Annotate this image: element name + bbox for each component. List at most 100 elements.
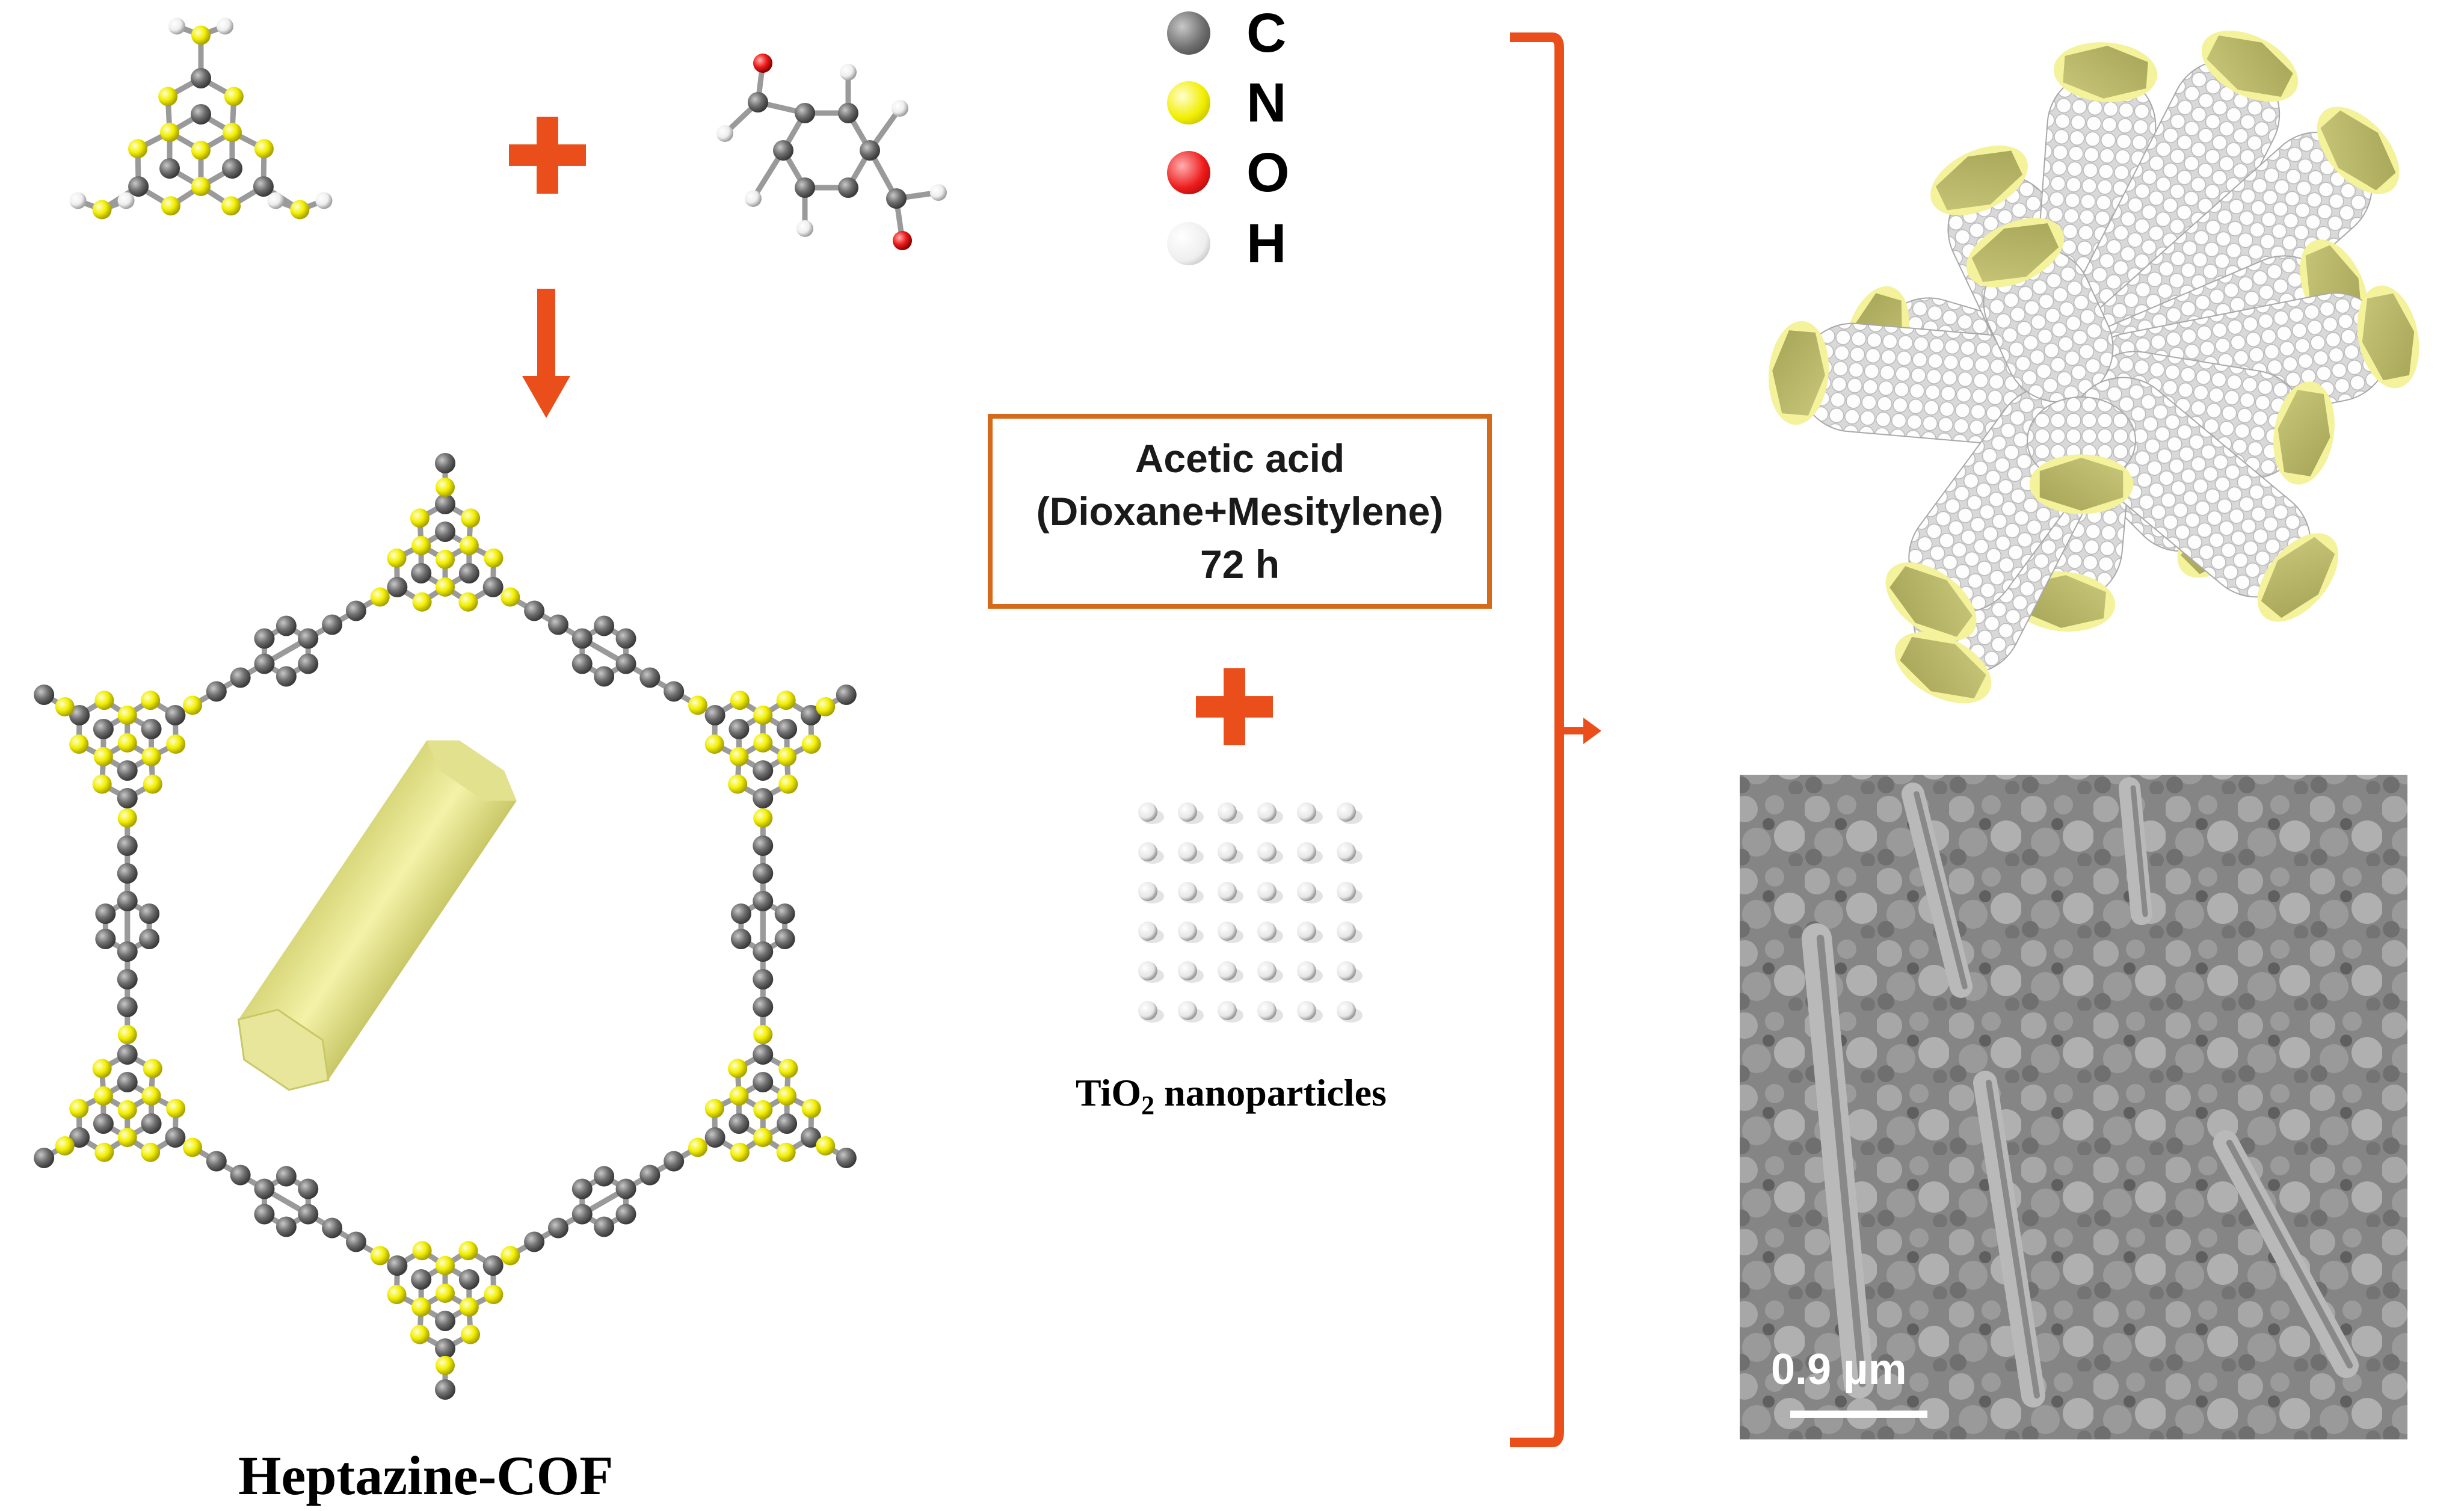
atom-C <box>836 1148 857 1168</box>
sem-rod-shadow <box>1816 934 1867 1388</box>
nanoparticle <box>1297 922 1316 941</box>
nanoparticle <box>1218 922 1237 941</box>
hexagonal-rod-icon <box>237 740 517 1091</box>
atom-N <box>500 587 520 607</box>
nanoparticle <box>1138 1001 1157 1020</box>
atom-C <box>128 176 149 197</box>
atom-N <box>182 1137 202 1157</box>
nanoparticle <box>1337 1001 1356 1020</box>
atom-H <box>930 184 947 201</box>
atom-N <box>753 1128 773 1147</box>
atom-N <box>728 1059 748 1079</box>
atom-C <box>387 1255 408 1276</box>
legend-nitrogen: N <box>1167 70 1286 136</box>
heptazine-cof-ring <box>34 453 857 1400</box>
hydrogen-atom-swatch <box>1167 222 1210 265</box>
atom-N <box>816 1136 836 1156</box>
bond <box>261 622 335 666</box>
atom-N <box>436 478 455 497</box>
atom-N <box>94 1142 114 1162</box>
nanoparticle <box>1257 842 1277 861</box>
atom-C <box>777 1113 798 1134</box>
plus-sign-top-v <box>537 117 558 194</box>
nanoparticle <box>1178 842 1197 861</box>
atom-C <box>95 903 116 924</box>
atom-C <box>730 929 751 949</box>
atom-C <box>571 1178 593 1199</box>
atom-C <box>117 788 138 808</box>
phenyl-linker <box>182 587 390 715</box>
atom-N <box>753 1100 773 1119</box>
legend-hydrogen: H <box>1167 211 1286 277</box>
atom-C <box>704 1127 725 1148</box>
atom-C <box>795 103 815 123</box>
atom-C <box>322 1217 343 1239</box>
atom-C <box>753 760 774 781</box>
sem-rod-structures <box>1802 777 2359 1408</box>
atom-C <box>254 1204 275 1225</box>
atom-N <box>436 1284 455 1303</box>
atom-C <box>93 1113 114 1134</box>
atom-C <box>800 1127 821 1148</box>
atom-C <box>411 563 432 583</box>
atom-C <box>594 615 615 636</box>
atom-N <box>461 508 481 528</box>
nanotube-face <box>2278 390 2330 476</box>
down-arrow-head <box>522 376 570 418</box>
atom-C <box>69 705 90 725</box>
atom-N <box>459 1297 479 1317</box>
atom-C <box>547 614 568 635</box>
atom-N <box>777 747 797 766</box>
atom-N <box>141 1142 161 1162</box>
nanotube-face <box>1971 223 2059 282</box>
down-arrow-shaft <box>537 289 555 376</box>
nanoparticle <box>1337 882 1356 901</box>
nanoparticle <box>1218 961 1237 980</box>
atom-N <box>688 695 708 715</box>
atom-N <box>143 774 162 794</box>
heptazine-node <box>704 1044 857 1168</box>
rod-body <box>238 740 517 1080</box>
atom-N <box>801 1098 821 1118</box>
atom-C <box>800 705 821 725</box>
nanoparticle <box>1337 802 1356 822</box>
sem-rod-shadow <box>2130 785 2148 917</box>
atom-C <box>836 685 857 705</box>
atom-C <box>435 1311 455 1331</box>
nanotube-face <box>2362 293 2415 381</box>
atom-N <box>117 808 137 828</box>
atom-C <box>411 1269 432 1290</box>
heptazine-node <box>34 685 186 808</box>
sem-rod <box>1902 783 1973 998</box>
bond <box>238 1172 311 1217</box>
atom-N <box>93 1086 113 1106</box>
atom-C <box>117 997 138 1017</box>
atom-H <box>117 192 135 209</box>
atom-C <box>276 615 297 636</box>
atom-C <box>458 1269 479 1290</box>
atom-N <box>729 1086 749 1106</box>
atom-C <box>254 628 275 649</box>
atom-N <box>387 1285 407 1305</box>
phenyl-linker <box>500 587 708 715</box>
nanoparticle <box>1218 882 1237 901</box>
sem-rod-shadow <box>1986 1080 2040 1399</box>
atom-C <box>165 705 186 725</box>
atom-C <box>886 188 907 209</box>
tio2-nanoparticles-label: TiO2 nanoparticles <box>1076 1071 1387 1121</box>
atom-N <box>484 548 504 568</box>
bond <box>579 636 653 680</box>
nanotube-face <box>1772 330 1825 416</box>
tio2-suffix: nanoparticles <box>1154 1071 1387 1114</box>
atom-C <box>139 929 160 949</box>
atom-N <box>166 1098 186 1118</box>
atom-N <box>816 697 836 716</box>
atom-N <box>412 592 432 612</box>
atom-C <box>571 653 593 674</box>
sem-rod <box>2213 1130 2359 1378</box>
atom-C <box>730 903 751 924</box>
atom-C <box>524 1231 545 1252</box>
sem-rod <box>1973 1071 2045 1408</box>
nanoparticle <box>1218 802 1237 822</box>
